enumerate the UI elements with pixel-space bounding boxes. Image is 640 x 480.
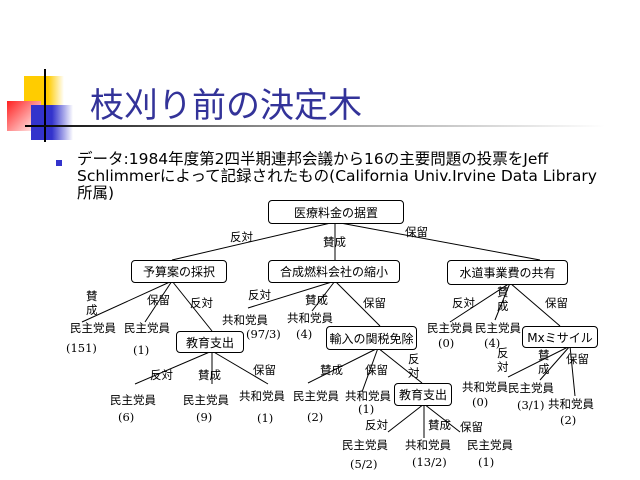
- title-underline: [25, 125, 605, 127]
- tree-node: 医療料金の据置: [268, 200, 404, 224]
- leaf-count: (0): [472, 395, 489, 409]
- decor-blue-square: [31, 105, 73, 140]
- leaf-class: 民主党員: [475, 321, 521, 335]
- leaf-count: (151): [66, 341, 97, 355]
- leaf-count: (9): [196, 410, 213, 424]
- edge-label: 賛成: [86, 289, 98, 317]
- leaf-class: 民主党員: [124, 321, 170, 335]
- leaf-count: (97/3): [246, 327, 281, 341]
- edge-label: 保留: [566, 352, 589, 366]
- tree-node: 予算案の採択: [131, 260, 227, 283]
- leaf-class: 民主党員: [293, 389, 339, 403]
- leaf-class: 共和党員: [462, 380, 508, 394]
- leaf-class: 民主党員: [110, 393, 156, 407]
- tree-edge-line: [423, 403, 461, 433]
- edge-label: 反対: [408, 352, 420, 380]
- leaf-count: (1): [133, 343, 150, 357]
- tree-edge-line: [334, 280, 381, 327]
- tree-edge-line: [507, 345, 571, 378]
- edge-label: 保留: [147, 293, 170, 307]
- leaf-class: 民主党員: [183, 393, 229, 407]
- tree-edge-line: [449, 282, 511, 323]
- edge-label: 保留: [365, 363, 388, 377]
- tree-edge-line: [509, 282, 561, 327]
- leaf-class: 共和党員: [222, 313, 268, 327]
- tree-node: 合成燃料会社の縮小: [268, 260, 400, 283]
- edge-label: 賛成: [497, 285, 509, 313]
- tree-edge-line: [211, 350, 269, 385]
- decor-vertical-line: [44, 69, 46, 142]
- tree-edge-line: [247, 280, 336, 309]
- tree-edge-line: [494, 282, 511, 321]
- tree-edge-line: [171, 280, 213, 332]
- leaf-class: 共和党員: [239, 389, 285, 403]
- tree-edge-line: [144, 280, 173, 323]
- edge-label: 保留: [460, 420, 483, 434]
- edge-label: 賛成: [538, 348, 550, 376]
- edge-label: 賛成: [323, 235, 346, 249]
- tree-edge-line: [377, 347, 423, 384]
- leaf-class: 民主党員: [427, 321, 473, 335]
- edge-label: 反対: [190, 296, 213, 310]
- tree-edge-line: [334, 221, 541, 261]
- edge-label: 賛成: [428, 418, 451, 432]
- edge-label: 賛成: [305, 293, 328, 307]
- leaf-count: (2): [560, 413, 577, 427]
- edge-label: 保留: [253, 363, 276, 377]
- leaf-count: (0): [438, 336, 455, 350]
- tree-node: Mxミサイル: [522, 326, 598, 348]
- leaf-class: 民主党員: [467, 438, 513, 452]
- leaf-class: 共和党員: [405, 438, 451, 452]
- tree-edge-line: [539, 345, 571, 381]
- tree-edge-line: [307, 347, 379, 384]
- leaf-count: (13/2): [412, 455, 447, 469]
- tree-edge-line: [134, 350, 213, 385]
- leaf-count: (4): [296, 327, 313, 341]
- tree-node: 教育支出: [176, 331, 244, 353]
- leaf-class: 共和党員: [345, 389, 391, 403]
- tree-node: 水道事業費の共有: [447, 260, 568, 285]
- leaf-count: (1): [478, 455, 495, 469]
- bullet-icon: [56, 160, 62, 166]
- edge-label: 保留: [405, 225, 428, 239]
- leaf-count: (1): [257, 411, 274, 425]
- tree-node: 教育支出: [394, 383, 452, 406]
- leaf-count: (4): [484, 336, 501, 350]
- edge-label: 反対: [452, 296, 475, 310]
- leaf-count: (5/2): [350, 457, 378, 471]
- tree-edge-line: [569, 345, 576, 397]
- leaf-class: 民主党員: [70, 321, 116, 335]
- tree-edge-line: [311, 280, 336, 312]
- tree-node: 輸入の関税免除: [326, 326, 417, 350]
- edge-label: 反対: [230, 230, 253, 244]
- leaf-class: 共和党員: [548, 397, 594, 411]
- leaf-count: (2): [307, 410, 324, 424]
- tree-edge-line: [171, 221, 336, 261]
- edge-label: 反対: [365, 418, 388, 432]
- edge-label: 反対: [497, 346, 509, 374]
- edge-label: 賛成: [198, 368, 221, 382]
- tree-edge-line: [387, 403, 425, 433]
- leaf-class: 共和党員: [287, 311, 333, 325]
- leaf-class: 民主党員: [342, 438, 388, 452]
- edge-label: 保留: [545, 296, 568, 310]
- edge-label: 賛成: [320, 363, 343, 377]
- edge-label: 反対: [248, 288, 271, 302]
- edge-label: 反対: [150, 368, 173, 382]
- slide-title: 枝刈り前の決定木: [90, 86, 362, 126]
- bullet-text: データ:1984年度第2四半期連邦会議から16の主要問題の投票をJeff Sch…: [77, 150, 597, 202]
- leaf-count: (3/1): [517, 398, 545, 412]
- tree-edge-line: [81, 280, 173, 323]
- leaf-count: (6): [118, 410, 135, 424]
- leaf-class: 民主党員: [508, 381, 554, 395]
- leaf-count: (1): [358, 402, 375, 416]
- tree-edge-line: [361, 347, 379, 393]
- edge-label: 保留: [363, 296, 386, 310]
